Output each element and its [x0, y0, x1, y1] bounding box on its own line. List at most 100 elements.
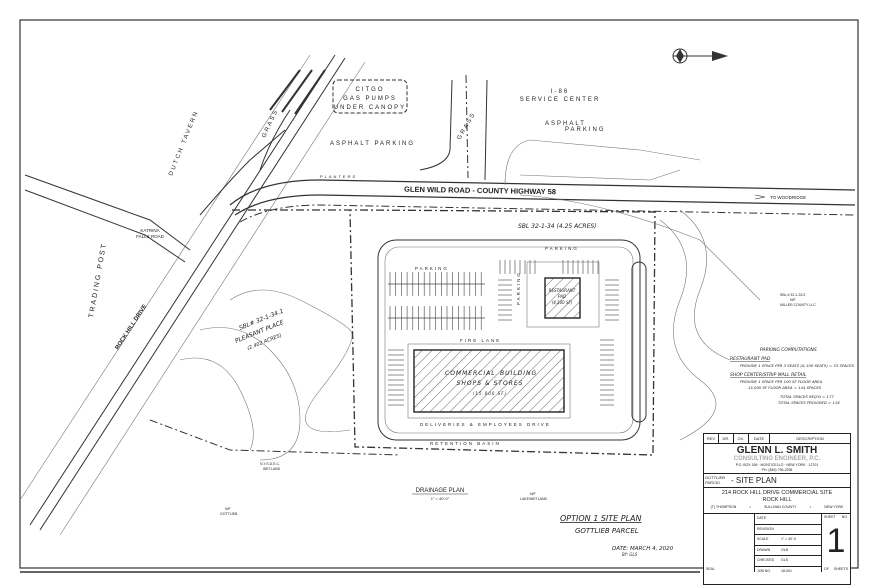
dutch-tavern-label: DUTCH TAVERN — [168, 110, 200, 177]
citgo-label: CITGO — [356, 87, 385, 93]
parcel-handwritten: PARCEL — [705, 479, 721, 485]
commercial-building — [413, 349, 565, 413]
wetland-label: N.Y.S.D.E.C. — [260, 462, 280, 466]
town: (T) THOMPSON — [710, 505, 737, 509]
title-field-value: GLS — [781, 558, 789, 562]
description-col: DESCRIPTION — [796, 436, 824, 441]
katrina-falls-label: FALLS ROAD — [136, 234, 165, 239]
pavement-area — [377, 239, 641, 441]
rock-hill-drive-road — [19, 54, 366, 536]
title-field-value: 18-001 — [781, 568, 792, 573]
building-label: (15,000 SF) — [473, 391, 507, 396]
title-field-label: CHECKED — [757, 558, 775, 562]
drainage-scale-label: 1" = 40'-0" — [431, 496, 450, 501]
north-arrow-icon — [672, 48, 728, 64]
title-field-value: 1" = 40'-0 — [781, 537, 796, 541]
citgo-label: UNDER CANOPY — [334, 105, 406, 111]
restaurant-label: RESTAURANT — [549, 288, 576, 293]
parking-computations: PARKING COMPUTATIONS RESTAURANT PAD PROV… — [730, 347, 855, 405]
firm-name: GLENN L. SMITH — [736, 445, 818, 456]
glen-wild-road — [229, 179, 856, 223]
sbl-east-label: SBL # 32-1-33.3 — [780, 293, 805, 297]
restaurant-line: PROVIDE 1 SPACE PER 3 SEATS (& 100 SEATS… — [740, 363, 855, 368]
building-label: SHOPS & STORES — [457, 380, 524, 387]
revision-header: REV DR. CK. DATE DESCRIPTION — [704, 434, 850, 444]
lake-wetland-label: LAKE/WETLAND — [520, 497, 548, 501]
planters-label: PLANTERS — [320, 174, 357, 179]
to-woodridge-label: TO WOODRIDGE — [770, 195, 806, 200]
restaurant-label: (4,200 SF) — [552, 300, 573, 305]
seal-label: SEAL — [706, 567, 715, 571]
firm-phone: PH. (845) 796-2256 — [761, 468, 793, 472]
property-line — [232, 209, 656, 456]
title-field-row: CHECKED GLS — [755, 556, 821, 567]
parking-label: PARKING — [516, 271, 521, 305]
shop-line: PROVIDE 1 SPACE PER 100 SF FLOOR AREA — [740, 379, 823, 384]
restaurant-pad — [544, 277, 581, 319]
title-block: REV DR. CK. DATE DESCRIPTION GLENN L. SM… — [703, 433, 851, 585]
county: SULLIVAN COUNTY — [764, 505, 797, 509]
gottlieb-nf-label: N/F — [225, 507, 231, 511]
trading-post-label: TRADING POST — [88, 242, 108, 319]
basin-label: RETENTION BASIN — [430, 441, 501, 446]
title-field-value: OLB — [781, 547, 789, 552]
restaurant-heading: RESTAURANT PAD — [730, 356, 771, 362]
parcel-handwritten: GOTTLIEB — [705, 475, 725, 480]
dr-col: DR. — [719, 434, 734, 443]
sheet-title: - SITE PLAN — [731, 476, 777, 485]
title-field-label: REVISION — [757, 526, 774, 531]
gottlieb-nf-label: GOTTLIEB — [220, 512, 238, 516]
service-center-label: I-86 — [551, 89, 569, 95]
rev-col: REV — [704, 434, 719, 443]
firm-address: P.O. BOX 156 · MONTICELLO · NEW YORK · 1… — [735, 463, 819, 467]
title-field-row: REVISION — [755, 525, 821, 535]
ck-col: CK. — [734, 434, 749, 443]
title-field-row: JOB NO.18-001 — [755, 567, 821, 577]
grass-label: GRASS — [457, 111, 478, 141]
no-label: NO. — [841, 515, 848, 519]
sbl-east-label: N/F — [790, 298, 796, 302]
katrina-falls-label: KATRINA — [140, 228, 159, 233]
option-title: OPTION 1 SITE PLAN — [560, 514, 642, 523]
citgo-label: GAS PUMPS — [343, 96, 397, 102]
total-provided: TOTAL SPACES PROVIDED = 118 — [778, 400, 840, 405]
sheets-label: SHEETS — [833, 567, 848, 571]
sheet-label: SHEET — [824, 515, 836, 519]
deliveries-label: DELIVERIES & EMPLOYEES DRIVE — [420, 422, 551, 427]
asphalt-parking-label: PARKING — [565, 127, 606, 133]
by-note: BY: GLS — [622, 552, 638, 557]
firm-subtitle: CONSULTING ENGINEER, P.C. — [733, 456, 821, 462]
grass-label: GRASS — [261, 108, 280, 139]
title-field-label: DRAWN — [757, 547, 771, 552]
road-name-label: GLEN WILD ROAD - COUNTY HIGHWAY 58 — [404, 185, 556, 197]
building-label: BUILDING — [500, 370, 537, 377]
sheet-number: 1 — [826, 522, 846, 560]
fire-lane-label: FIRE LANE — [460, 338, 501, 343]
sbl-main-label: SBL 32-1-34 (4.25 ACRES) — [518, 223, 597, 230]
wetland-label: WETLAND — [263, 467, 281, 471]
project-name: 214 ROCK HILL DRIVE COMMERCIAL SITE — [721, 490, 833, 496]
title-field-label: DATE — [757, 516, 767, 520]
contour-lines — [179, 194, 761, 461]
title-field-row: DRAWN OLB — [755, 546, 821, 556]
state: NEW YORK — [824, 505, 844, 509]
date-note: DATE: MARCH 4, 2020 — [612, 546, 674, 552]
parking-computations-title: PARKING COMPUTATIONS — [760, 347, 817, 353]
of-label: OF — [824, 567, 829, 571]
shop-line: 15,000 SF FLOOR AREA = 144 SPACES — [748, 385, 822, 390]
shop-heading: SHOP CENTER/STRIP MALL RETAIL — [730, 372, 807, 378]
drainage-plan-label: DRAINAGE PLAN — [416, 488, 465, 494]
service-center-label: SERVICE CENTER — [520, 97, 601, 103]
project-location: ROCK HILL — [762, 497, 792, 503]
title-field-label: SCALE — [757, 537, 769, 541]
title-field-row: DATE — [755, 514, 821, 525]
asphalt-parking-label: ASPHALT — [545, 121, 586, 127]
parking-stalls-left — [388, 283, 485, 319]
parking-label: PARKING — [415, 266, 449, 271]
rock-hill-drive-label: ROCK HILL DRIVE — [115, 304, 149, 351]
sheet-border — [19, 19, 859, 569]
lake-wetland-label: N/F — [530, 492, 536, 496]
building-label: COMMERCIAL — [445, 370, 496, 377]
restaurant-label: PAD — [558, 294, 566, 299]
